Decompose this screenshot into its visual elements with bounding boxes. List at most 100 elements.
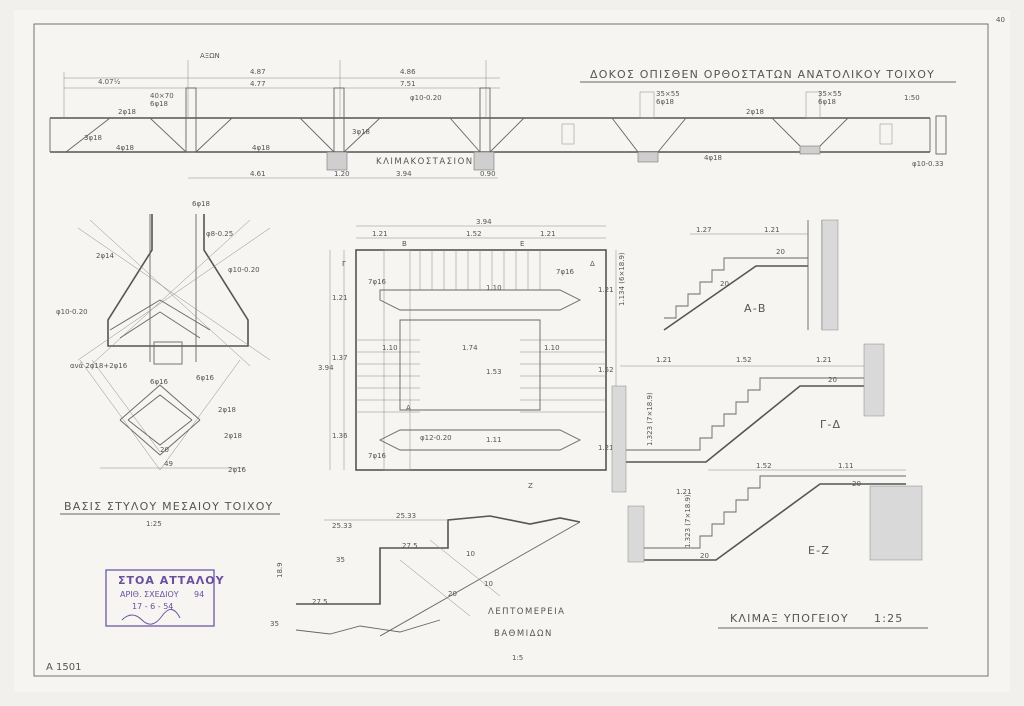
plan-bar-label: 7φ16 [368,278,387,286]
section-g-d: 1.21 1.52 1.21 1.323 (7×18.9) 20 Γ-Δ [611,343,885,493]
beam-bottom-dim-2: 1.20 [334,170,350,178]
col-1-bars: 6φ18 [150,100,168,108]
base-note: 2φ14 [96,252,115,260]
marker-g: Γ [342,260,346,268]
detail-title-2: ΒΑΘΜΙΔΩΝ [494,629,553,639]
rebar-label: 4φ18 [116,144,134,152]
ez-thk-2: 20 [700,552,709,560]
plan-top-dim: 1.21 [372,230,388,238]
detail-title-1: ΛΕΠΤΟΜΕΡΕΙΑ [488,607,565,617]
ez-thk-1: 20 [852,480,861,488]
section-e-z: 1.52 1.11 1.21 1.323 (7×18.9) 20 20 Ε-Ζ [627,462,923,563]
rebar-label: 2φ18 [118,108,136,116]
stair-scale: 1:25 [874,612,904,625]
stairwell-label: ΚΛΙΜΑΚΟΣΤΑΣΙΟΝ [376,157,474,167]
tread-dim: 27.5 [312,598,328,606]
tread-note: 10 [484,580,493,588]
sheet-border [33,23,989,677]
plan-width: 3.94 [476,218,492,226]
tread-note: 20 [448,590,457,598]
tread-note: 10 [466,550,475,558]
stair-title: ΚΛΙΜΑΞ ΥΠΟΓΕΙΟΥ [730,612,849,625]
section-a-b: 1.27 1.21 1.134 (6×18.9) 20 20 Α-Β [618,219,839,331]
plan-inner-dim: 1.10 [486,284,502,292]
stamp-date: 17 - 6 - 54 [132,602,173,611]
plan-top-dim: 1.21 [540,230,556,238]
beam-dim-5: 7.51 [400,80,416,88]
end-note: φ10-0.33 [912,160,944,168]
col-3-size: 35×55 [818,90,842,98]
ab-thk-1: 20 [776,248,785,256]
plan-mid-dim: 1.10 [544,344,560,352]
base-note: 2φ18 [218,406,236,414]
page-number: 40 [996,16,1005,24]
base-note: 20 [160,446,169,454]
plan-left-dim: 1.36 [332,432,348,440]
plan-left-total: 3.94 [318,364,334,372]
plan-inner-dim: 1.11 [486,436,502,444]
gd-thk: 20 [828,376,837,384]
beam-bottom-dim-4: 0.90 [480,170,496,178]
stamp-sub-label: ΑΡΙΘ. ΣΧΕΔΙΟΥ [120,590,179,599]
rebar-label: 3φ18 [352,128,370,136]
col-2-bars: 6φ18 [656,98,674,106]
base-note: ανά 2φ18+2φ16 [70,362,128,370]
plan-bar-label: 7φ16 [368,452,387,460]
plan-right-dim: 1.52 [598,366,614,374]
base-title: ΒΑΣΙΣ ΣΤΥΛΟΥ ΜΕΣΑΙΟΥ ΤΟΙΧΟΥ [64,500,273,513]
beam-scale: 1:50 [904,94,920,102]
ab-steps: 1.134 (6×18.9) [618,252,626,306]
base-note: 49 [164,460,173,468]
base-note: 2φ18 [224,432,242,440]
tread-note: 35 [270,620,279,628]
tread-height: 18.9 [276,562,284,578]
plan-bar-label: φ12-0.20 [420,434,452,442]
marker-b: Β [402,240,407,248]
ab-thk-2: 20 [720,280,729,288]
sheet-id: Α 1501 [46,662,81,673]
rebar-label: φ10-0.20 [410,94,442,102]
beam-bottom-dim-1: 4.61 [250,170,266,178]
tread-dim: 25.33 [396,512,416,520]
rebar-label: 4φ18 [704,154,722,162]
plan-left-dim: 1.21 [332,294,348,302]
gd-steps: 1.323 (7×18.9) [646,392,654,446]
gd-dim-3: 1.21 [816,356,832,364]
marker-a: Α [406,404,411,412]
plan-mid-dim: 1.74 [462,344,478,352]
gd-dim-2: 1.52 [736,356,752,364]
stamp-number: 94 [194,590,204,599]
ez-steps: 1.323 (7×18.9) [684,494,692,548]
rebar-label: 2φ18 [746,108,764,116]
marker-z: Ζ [528,482,533,490]
axis-note: ΑΞΩΝ [200,52,220,60]
rebar-label: 3φ18 [84,134,102,142]
ab-dim-1: 1.27 [696,226,712,234]
section-gd-label: Γ-Δ [820,418,841,431]
base-note: 2φ16 [228,466,247,474]
column-base-detail: 6φ18 φ8-0.25 2φ14 φ10-0.20 φ10-0.20 ανά … [56,200,280,528]
plan-right-dim: 1.21 [598,444,614,452]
base-scale: 1:25 [146,520,162,528]
plan-inner-dim: 1.53 [486,368,502,376]
gd-dim-1: 1.21 [656,356,672,364]
tread-dim: 25.33 [332,522,352,530]
stair-plan: 3.94 1.21 1.52 1.21 1.21 1.37 1.36 3.94 … [318,218,617,490]
beam-title: ΔΟΚΟΣ ΟΠΙΣΘΕΝ ΟΡΘΟΣΤΑΤΩΝ ΑΝΑΤΟΛΙΚΟΥ ΤΟΙΧ… [590,68,935,81]
base-note: 6φ18 [192,200,210,208]
marker-e: Ε [520,240,524,248]
ab-dim-2: 1.21 [764,226,780,234]
plan-left-dim: 1.37 [332,354,348,362]
beam-dim-3: 4.77 [250,80,266,88]
plan-treads [356,250,606,413]
col-2-size: 35×55 [656,90,680,98]
base-note: φ10-0.20 [228,266,260,274]
marker-d: Δ [590,260,595,268]
beam-dim-1: 4.07½ [98,78,121,86]
beam-dim-2: 4.87 [250,68,266,76]
stamp-title: ΣΤΟΑ ΑΤΤΑΛΟΥ [118,574,225,587]
tread-note: 35 [336,556,345,564]
col-1-size: 40×70 [150,92,174,100]
